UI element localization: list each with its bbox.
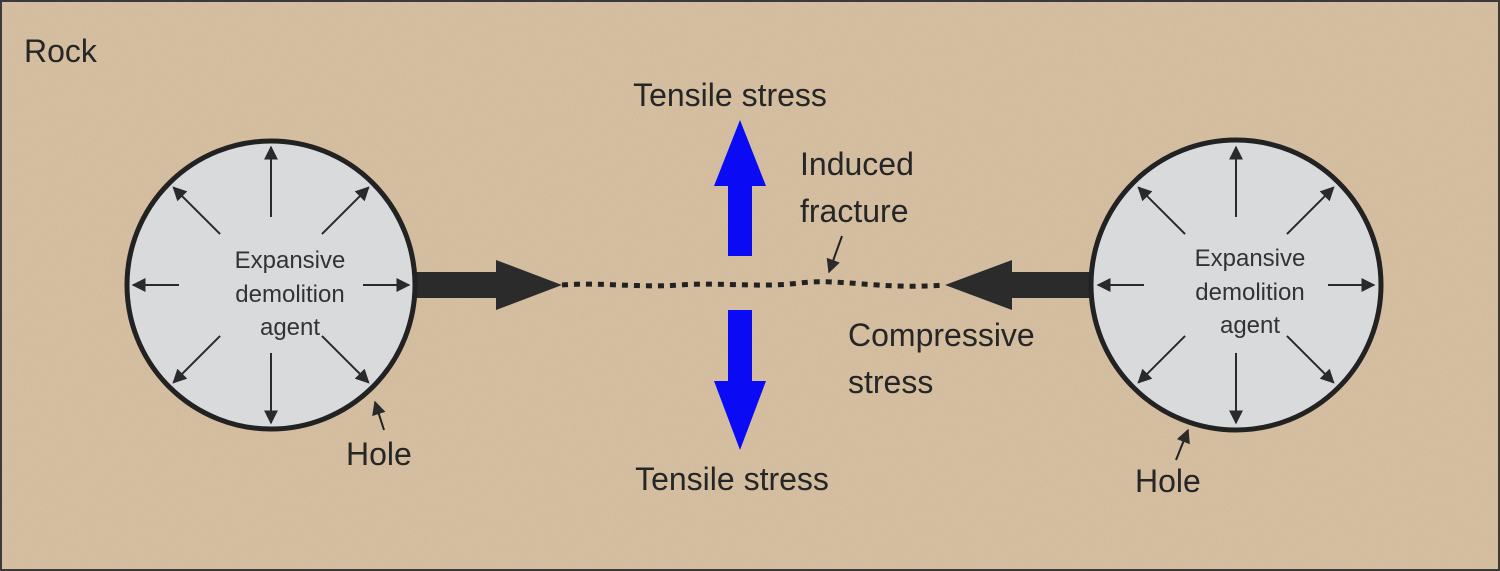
compressive-arrow-right-hole — [945, 260, 1092, 310]
tensile-stress-bottom-label: Tensile stress — [635, 461, 829, 497]
hole-right-leader-line — [1175, 428, 1190, 461]
expansion-arrow-left-5 — [172, 186, 221, 235]
tensile-stress-top-label: Tensile stress — [633, 77, 827, 113]
hole-right-label: Hole — [1135, 463, 1201, 499]
rock-label: Rock — [24, 33, 98, 69]
expansion-arrow-right-5 — [1137, 186, 1186, 235]
tensile-arrow-down — [714, 310, 766, 450]
expansion-arrow-right-1 — [1286, 335, 1335, 384]
fracture-leader-line — [826, 235, 843, 274]
compressive-arrow-left-hole — [414, 260, 562, 310]
expansion-arrow-left-1 — [321, 335, 370, 384]
expansion-arrow-right-7 — [1286, 186, 1335, 235]
induced-fracture-line — [561, 279, 946, 289]
expansion-arrow-left-7 — [321, 186, 370, 235]
hole-left-label: Hole — [346, 436, 412, 472]
expansion-arrow-left-3 — [172, 335, 221, 384]
tensile-arrow-up — [714, 120, 766, 256]
hole-left-leader-line — [372, 400, 386, 431]
expansion-arrow-right-3 — [1137, 335, 1186, 384]
